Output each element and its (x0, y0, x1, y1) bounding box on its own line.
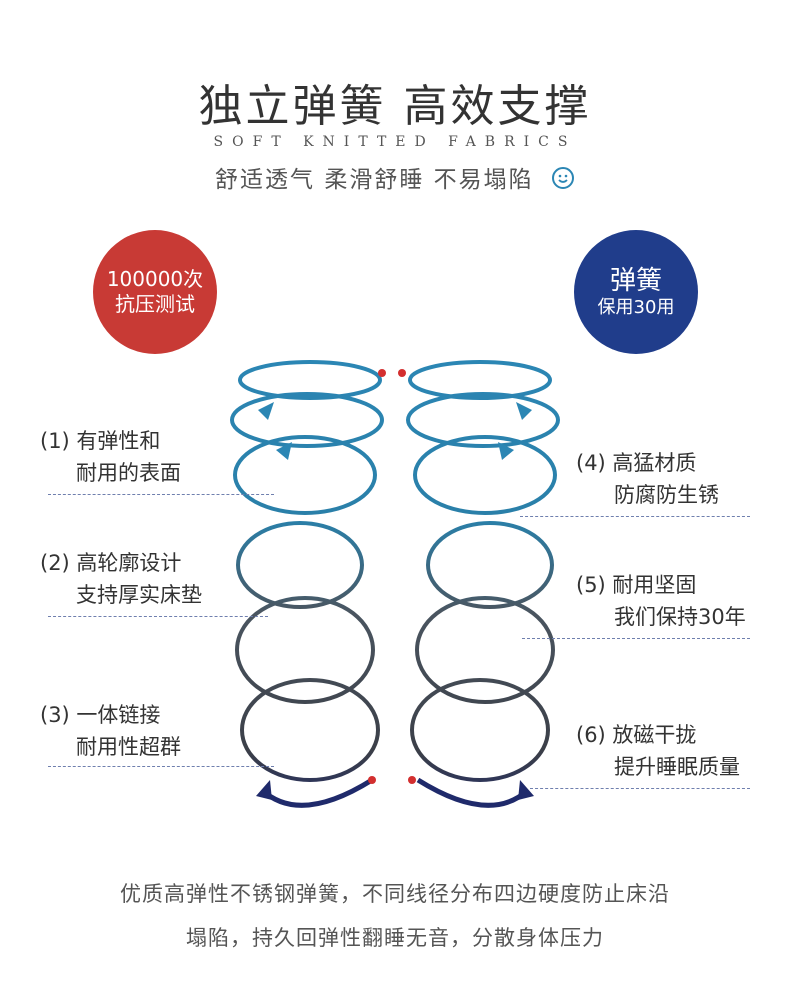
feature-3: (3) 一体链接 耐用性超群 (40, 700, 181, 763)
feature-4: (4) 高猛材质 防腐防生锈 (576, 448, 719, 511)
right-coil-5 (415, 596, 555, 704)
tagline-text: 舒适透气 柔滑舒睡 不易塌陷 (215, 167, 534, 193)
left-spring (230, 360, 384, 808)
badge-left-line2: 抗压测试 (115, 292, 195, 316)
feature-6-line1: (6) 放磁干拢 (576, 723, 697, 747)
feature-3-line1: (3) 一体链接 (40, 703, 161, 727)
right-base-coil (416, 777, 530, 808)
feature-5-line1: (5) 耐用坚固 (576, 573, 697, 597)
right-coil-4 (426, 521, 554, 609)
badge-right-line1: 弹簧 (609, 265, 662, 296)
left-arrow-2 (276, 442, 292, 460)
right-coil-2 (406, 392, 560, 448)
feature-3-line2: 耐用性超群 (76, 734, 181, 759)
right-arrow-2 (498, 442, 514, 460)
badge-spring-warranty: 弹簧 保用30用 (574, 230, 698, 354)
feature-4-divider (520, 516, 750, 517)
left-coil-3 (233, 435, 377, 515)
feature-4-line2: 防腐防生锈 (614, 482, 719, 507)
feature-2-line2: 支持厚实床垫 (76, 582, 202, 607)
feature-1: (1) 有弹性和 耐用的表面 (40, 426, 181, 489)
left-coil-2 (230, 392, 384, 448)
left-base-coil (260, 777, 374, 808)
left-arrow-3 (256, 780, 272, 800)
badge-left-line1: 100000次 (106, 267, 204, 291)
feature-2: (2) 高轮廓设计 支持厚实床垫 (40, 548, 202, 611)
right-coil-3 (413, 435, 557, 515)
right-spring (406, 360, 560, 808)
badge-right-line2: 保用30用 (597, 297, 675, 318)
description-line-2: 塌陷，持久回弹性翻睡无音，分散身体压力 (186, 926, 604, 950)
subtitle-english: SOFT KNITTED FABRICS (213, 134, 577, 150)
right-arrow-3 (518, 780, 534, 800)
feature-5: (5) 耐用坚固 我们保持30年 (576, 570, 746, 633)
left-coil-4 (236, 521, 364, 609)
right-coil-1 (408, 360, 552, 400)
feature-5-divider (522, 638, 750, 639)
feature-5-line2: 我们保持30年 (614, 604, 746, 629)
left-coil-6 (240, 678, 380, 782)
feature-6-divider (530, 788, 750, 789)
tagline: 舒适透气 柔滑舒睡 不易塌陷 (0, 160, 790, 194)
feature-6: (6) 放磁干拢 提升睡眠质量 (576, 720, 740, 783)
feature-3-divider (48, 766, 274, 767)
left-coil-1 (238, 360, 382, 400)
right-bottom-endpoint (408, 776, 416, 784)
left-top-endpoint (378, 369, 386, 377)
page-title: 独立弹簧 高效支撑 (198, 81, 592, 132)
feature-2-line1: (2) 高轮廓设计 (40, 551, 182, 575)
description-line-1: 优质高弹性不锈钢弹簧，不同线径分布四边硬度防止床沿 (120, 882, 670, 906)
badge-pressure-test: 100000次 抗压测试 (93, 230, 217, 354)
feature-2-divider (48, 616, 268, 617)
right-coil-6 (410, 678, 550, 782)
left-coil-5 (235, 596, 375, 704)
feature-6-line2: 提升睡眠质量 (614, 754, 740, 779)
feature-1-line1: (1) 有弹性和 (40, 429, 161, 453)
left-bottom-endpoint (368, 776, 376, 784)
right-top-endpoint (398, 369, 406, 377)
smile-face-icon (551, 167, 574, 189)
feature-4-line1: (4) 高猛材质 (576, 451, 697, 475)
feature-1-line2: 耐用的表面 (76, 460, 181, 485)
left-arrow-1 (258, 402, 274, 420)
feature-1-divider (48, 494, 274, 495)
right-arrow-1 (516, 402, 532, 420)
